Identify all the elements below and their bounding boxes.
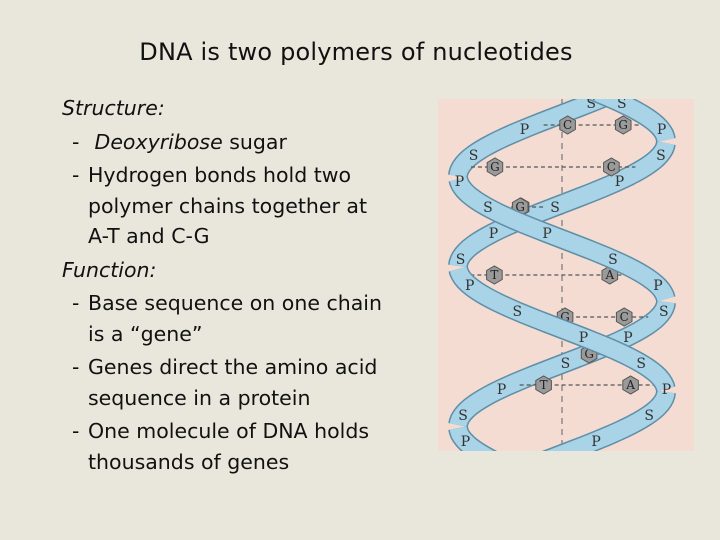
- strand-1-label: P: [465, 278, 474, 294]
- strand-1-label: P: [662, 382, 671, 398]
- strand-1-label: S: [513, 304, 523, 320]
- base-label: A: [604, 268, 614, 282]
- bullet-dash: -: [72, 419, 80, 443]
- strand-2-back-edge: [448, 99, 626, 178]
- base-label: C: [607, 160, 616, 174]
- deoxyribose-term: Deoxyribose: [94, 129, 223, 154]
- strand-2-front: [449, 176, 675, 302]
- structure-item-2-line-2: polymer chains together at: [88, 193, 368, 218]
- strand-2-front: [449, 426, 494, 451]
- strand-2-label: P: [623, 330, 632, 346]
- base-label: G: [618, 118, 628, 132]
- function-item-3: - One molecule of DNA holds thousands of…: [62, 415, 432, 479]
- strand-2-label: P: [520, 122, 529, 138]
- base-label: T: [540, 378, 548, 392]
- function-heading: Function:: [62, 257, 157, 282]
- nucleotide-base: [535, 375, 552, 395]
- slide-body: Structure: - Deoxyribose sugar - Hydroge…: [62, 92, 432, 479]
- strand-2-label: S: [608, 252, 618, 268]
- nucleotide-base: [615, 307, 633, 327]
- base-label: T: [490, 268, 498, 282]
- structure-item-2-line-1: Hydrogen bonds hold two: [88, 163, 352, 187]
- base-label: A: [625, 378, 635, 392]
- strand-2-label: S: [586, 99, 596, 112]
- strand-1-label: S: [617, 99, 627, 112]
- structure-heading: Structure:: [62, 96, 165, 120]
- dna-helix-illustration: CGGCCGTAGCCGTASPSPSPSPSPSPSPSPSPSPSPSPSP…: [448, 99, 676, 451]
- nucleotide-base: [622, 375, 639, 395]
- base-label: G: [560, 310, 570, 324]
- strand-1-label: S: [656, 148, 666, 164]
- function-item-2-line-2: sequence in a protein: [88, 385, 311, 410]
- nucleotide-base: [559, 115, 576, 135]
- strand-1-label: S: [456, 252, 466, 268]
- structure-item-1: - Deoxyribose sugar: [62, 126, 432, 160]
- base-label: C: [563, 118, 572, 132]
- strand-1-back: [449, 141, 675, 268]
- strand-2-label: S: [483, 200, 493, 216]
- strand-2-label: P: [653, 278, 662, 294]
- strand-1-label: P: [489, 226, 498, 242]
- function-item-2: - Genes direct the amino acid sequence i…: [62, 351, 432, 415]
- strand-1-label: P: [657, 122, 666, 138]
- nucleotide-base: [486, 265, 503, 285]
- nucleotide-base: [614, 115, 632, 135]
- function-item-1: - Base sequence on one chain is a “gene”: [62, 287, 432, 351]
- strand-2-label: P: [455, 174, 464, 190]
- strand-2-back: [449, 99, 622, 178]
- function-item-3-line-1: One molecule of DNA holds: [88, 419, 370, 443]
- structure-item-2-line-3: A-T and C-G: [88, 224, 210, 248]
- dna-double-helix-figure: CGGCCGTAGCCGTASPSPSPSPSPSPSPSPSPSPSPSPSP…: [438, 99, 694, 451]
- strand-1-label: P: [615, 174, 624, 190]
- strand-2-label: S: [659, 304, 669, 320]
- bullet-dash: -: [72, 355, 80, 379]
- sugar-text: sugar: [222, 129, 287, 154]
- strand-2-label: S: [458, 408, 468, 424]
- bullet-dash: -: [72, 163, 80, 187]
- nucleotide-base: [603, 157, 620, 177]
- base-label: G: [490, 160, 500, 174]
- base-label: C: [620, 310, 629, 324]
- base-label: G: [584, 347, 594, 361]
- strand-2-label: P: [461, 434, 470, 450]
- strand-1-back: [546, 390, 675, 451]
- function-item-1-line-1: Base sequence on one chain: [88, 291, 382, 315]
- slide-title: DNA is two polymers of nucleotides: [139, 38, 573, 66]
- strand-1-label: P: [579, 330, 588, 346]
- strand-1-front: [449, 266, 675, 392]
- strand-1-label: S: [636, 356, 646, 372]
- strand-2-back: [449, 300, 675, 427]
- strand-2-label: P: [542, 226, 551, 242]
- function-item-2-line-1: Genes direct the amino acid: [88, 355, 378, 379]
- strand-1-label: P: [591, 434, 600, 450]
- strand-2-label: S: [469, 148, 479, 164]
- strand-2-label: P: [497, 382, 506, 398]
- function-item-1-line-2: is a “gene”: [88, 321, 203, 346]
- structure-item-2: - Hydrogen bonds hold two polymer chains…: [62, 159, 432, 254]
- strand-2-label: S: [561, 356, 571, 372]
- function-item-3-line-2: thousands of genes: [88, 449, 290, 474]
- strand-1-front: [590, 99, 675, 142]
- bullet-dash: -: [72, 291, 80, 315]
- bullet-dash: -: [72, 129, 80, 154]
- strand-1-label: S: [550, 200, 560, 216]
- nucleotide-base: [486, 157, 504, 177]
- base-label: G: [515, 200, 525, 214]
- strand-1-label: S: [644, 408, 654, 424]
